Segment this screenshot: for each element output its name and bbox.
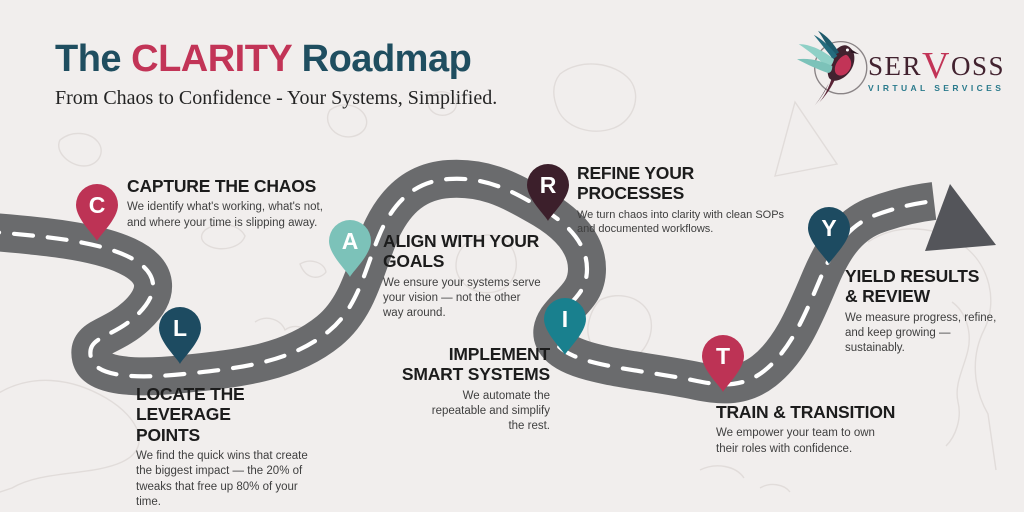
brand-pre: SER [868,51,923,81]
stop-title: ALIGN WITH YOUR GOALS [383,231,540,272]
stop-title: REFINE YOUR PROCESSES [577,163,695,204]
map-pin-icon-i: I [544,298,586,355]
stop-description: We automate the repeatable and simplify … [431,389,550,433]
brand-post: OSS [950,51,1006,81]
stop-description: We empower your team to own their roles … [716,427,875,455]
map-pin-icon-r: R [527,164,569,221]
stop-text-yield: YIELD RESULTS & REVIEW We measure progre… [845,266,1005,357]
stop-title: TRAIN & TRANSITION [716,402,896,422]
svg-text:T: T [716,343,730,369]
map-pin-icon-c: C [76,184,118,241]
hummingbird-logo-icon [797,30,868,106]
stop-text-align: ALIGN WITH YOUR GOALS We ensure your sys… [383,231,553,322]
page-title: The CLARITY Roadmap [55,40,497,78]
header: The CLARITY Roadmap From Chaos to Confid… [55,40,497,110]
stop-text-implement: IMPLEMENT SMART SYSTEMS We automate the … [393,344,550,435]
stop-description: We measure progress, refine, and keep gr… [845,311,997,355]
map-pin-icon-a: A [329,220,371,277]
title-highlight: CLARITY [131,38,292,80]
stop-text-locate: LOCATE THE LEVERAGE POINTS We find the q… [136,384,326,511]
map-pin-icon-t: T [702,335,744,392]
brand-name: SERVOSS [868,45,1006,87]
title-suffix: Roadmap [291,38,472,80]
svg-text:C: C [89,192,106,218]
stop-description: We find the quick wins that create the b… [136,449,308,509]
title-prefix: The [55,38,132,80]
map-pin-icon-l: L [159,307,201,364]
stop-text-refine: REFINE YOUR PROCESSES We turn chaos into… [577,163,797,237]
stop-title: LOCATE THE LEVERAGE POINTS [136,384,245,445]
svg-text:I: I [562,306,568,332]
servoss-logo: SERVOSS VIRTUAL SERVICES [792,24,1005,108]
svg-text:Y: Y [821,215,836,241]
stop-description: We identify what's working, what's not, … [127,201,323,229]
stop-title: YIELD RESULTS & REVIEW [845,266,980,307]
brand-tagline: VIRTUAL SERVICES [868,83,1005,93]
page-subtitle: From Chaos to Confidence - Your Systems,… [55,87,498,109]
stop-text-capture: CAPTURE THE CHAOS We identify what's wor… [127,176,347,231]
svg-text:L: L [173,315,187,341]
map-pin-icon-y: Y [808,207,850,264]
logo-wordmark: SERVOSS VIRTUAL SERVICES [868,45,1006,93]
svg-text:R: R [540,172,557,198]
road-center-line [0,176,937,387]
svg-text:A: A [342,228,359,254]
stop-title: IMPLEMENT SMART SYSTEMS [401,344,550,385]
road-end-arrow-icon [925,184,996,251]
stop-description: We ensure your systems serve your vision… [383,276,541,320]
map-outline-decoration [0,63,997,493]
stop-title: CAPTURE THE CHAOS [127,176,317,196]
stop-description: We turn chaos into clarity with clean SO… [577,208,785,236]
stop-text-train: TRAIN & TRANSITION We empower your team … [716,402,901,457]
